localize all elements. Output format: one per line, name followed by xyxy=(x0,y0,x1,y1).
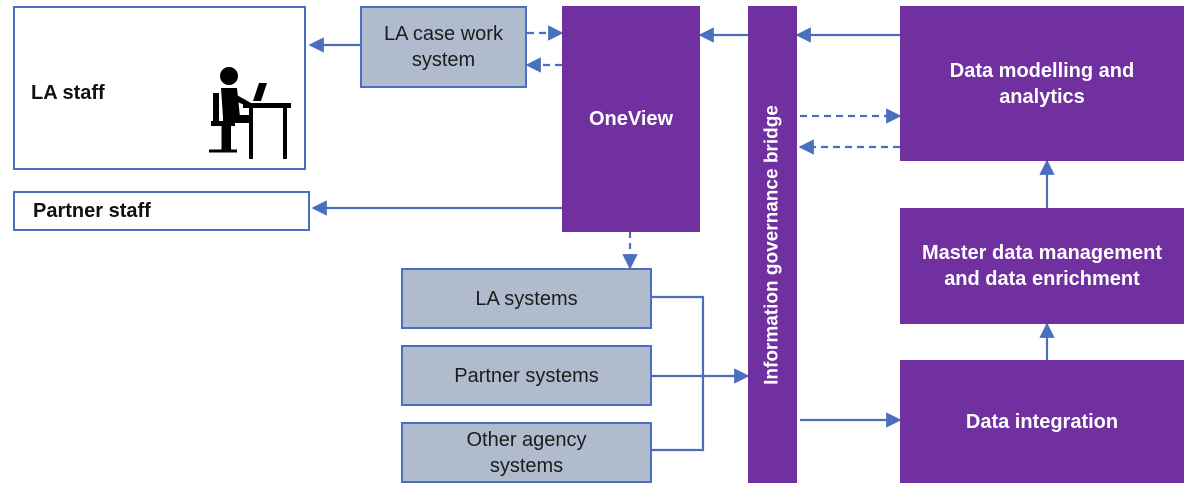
oneview-label: OneView xyxy=(588,108,674,130)
master-data-label: Master data management and data enrichme… xyxy=(921,242,1163,290)
connector-la-systems xyxy=(652,295,705,376)
la-systems-box: LA systems xyxy=(401,268,652,329)
partner-systems-label: Partner systems xyxy=(454,364,599,387)
partner-systems-box: Partner systems xyxy=(401,345,652,406)
other-agency-systems-box: Other agency systems xyxy=(401,422,652,483)
la-case-work-system-box: LA case work system xyxy=(360,6,527,88)
la-systems-label: LA systems xyxy=(475,287,578,310)
data-integration-box: Data integration xyxy=(900,360,1184,483)
partner-staff-label: Partner staff xyxy=(33,199,151,222)
data-integration-label: Data integration xyxy=(965,410,1119,433)
connector-other-agency xyxy=(652,376,705,452)
data-modelling-box: Data modelling and analytics xyxy=(900,6,1184,161)
la-staff-box: LA staff xyxy=(13,6,306,170)
other-agency-systems-label: Other agency systems xyxy=(466,428,587,477)
information-governance-bridge-box: Information governance bridge xyxy=(748,6,797,483)
la-case-work-system-label: LA case work system xyxy=(384,23,503,71)
partner-staff-box: Partner staff xyxy=(13,191,310,231)
data-modelling-label: Data modelling and analytics xyxy=(949,59,1135,108)
la-staff-label: LA staff xyxy=(31,82,105,104)
information-governance-bridge-label: Information governance bridge xyxy=(761,104,783,385)
person-at-desk-icon xyxy=(209,67,291,159)
oneview-box: OneView xyxy=(562,6,700,232)
master-data-box: Master data management and data enrichme… xyxy=(900,208,1184,324)
